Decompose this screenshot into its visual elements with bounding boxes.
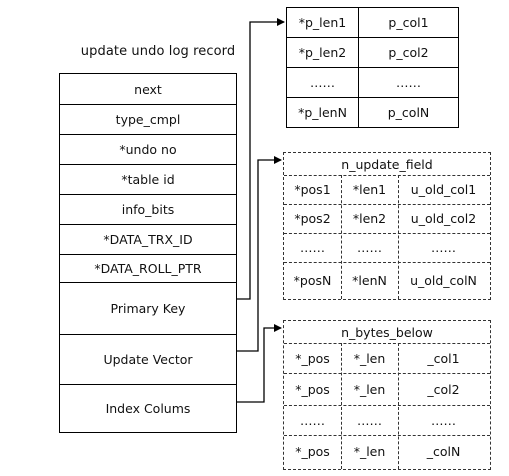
field-update-vector: Update Vector — [60, 334, 236, 385]
pk-len-cell: …… — [286, 67, 359, 98]
ic-pos-cell: …… — [300, 412, 325, 428]
uv-col-cell: u_old_col2 — [410, 211, 477, 226]
uv-col-cell: u_old_colN — [410, 272, 477, 288]
uv-len-cell: *len2 — [352, 211, 387, 226]
record-title: update undo log record — [80, 44, 236, 59]
ic-col-cell: …… — [431, 412, 456, 428]
uv-pos-cell: *pos1 — [294, 182, 331, 197]
table-row: …… …… — [286, 67, 459, 98]
field-data-trx-id: *DATA_TRX_ID — [60, 224, 236, 255]
ic-len-cell: *_len — [353, 381, 386, 397]
ic-pos-cell: *_pos — [295, 350, 330, 366]
update-vector-arrow — [237, 156, 282, 352]
field-data-roll-ptr: *DATA_ROLL_PTR — [60, 254, 236, 283]
ic-len-cell: …… — [357, 412, 382, 428]
update-vector-table: n_update_field *pos1 *len1 u_old_col1 *p… — [283, 152, 491, 300]
field-next: next — [60, 74, 236, 105]
field-primary-key: Primary Key — [60, 282, 236, 335]
primary-key-arrow — [237, 18, 285, 300]
pk-col-cell: …… — [358, 67, 459, 98]
field-table-id: *table id — [60, 164, 236, 195]
ic-pos-cell: *_pos — [295, 444, 330, 459]
pk-len-cell: *p_lenN — [286, 97, 359, 128]
field-info-bits: info_bits — [60, 194, 236, 225]
ic-len-cell: *_len — [353, 444, 386, 459]
uv-col-cell: u_old_col1 — [410, 182, 477, 197]
uv-len-cell: …… — [357, 240, 382, 255]
field-type-cmpl: type_cmpl — [60, 104, 236, 135]
uv-pos-cell: …… — [300, 240, 325, 255]
pk-col-cell: p_col1 — [358, 7, 459, 38]
uv-len-cell: *lenN — [352, 272, 387, 288]
primary-key-table: *p_len1 p_col1 *p_len2 p_col2 …… …… *p_l… — [286, 7, 459, 128]
pk-col-cell: p_col2 — [358, 37, 459, 68]
uv-pos-cell: *posN — [293, 272, 332, 288]
ic-pos-cell: *_pos — [295, 381, 330, 397]
pk-len-cell: *p_len2 — [286, 37, 359, 68]
field-undo-no: *undo no — [60, 134, 236, 165]
index-columns-header: n_bytes_below — [284, 321, 490, 344]
table-row: *p_len1 p_col1 — [286, 7, 459, 38]
table-row: *p_len2 p_col2 — [286, 37, 459, 68]
ic-col-cell: _colN — [426, 444, 461, 459]
pk-col-cell: p_colN — [358, 97, 459, 128]
index-columns-arrow — [237, 324, 282, 403]
ic-col-cell: _col2 — [427, 381, 460, 397]
uv-col-cell: …… — [431, 240, 456, 255]
undo-log-record: next type_cmpl *undo no *table id info_b… — [59, 73, 237, 433]
update-vector-header: n_update_field — [284, 153, 490, 176]
uv-pos-cell: *pos2 — [294, 211, 331, 226]
ic-len-cell: *_len — [353, 350, 386, 366]
index-columns-table: n_bytes_below *_pos *_len _col1 *_pos *_… — [283, 320, 491, 470]
ic-col-cell: _col1 — [427, 350, 460, 366]
table-row: *p_lenN p_colN — [286, 97, 459, 128]
uv-len-cell: *len1 — [352, 182, 387, 197]
field-index-columns: Index Colums — [105, 400, 191, 416]
